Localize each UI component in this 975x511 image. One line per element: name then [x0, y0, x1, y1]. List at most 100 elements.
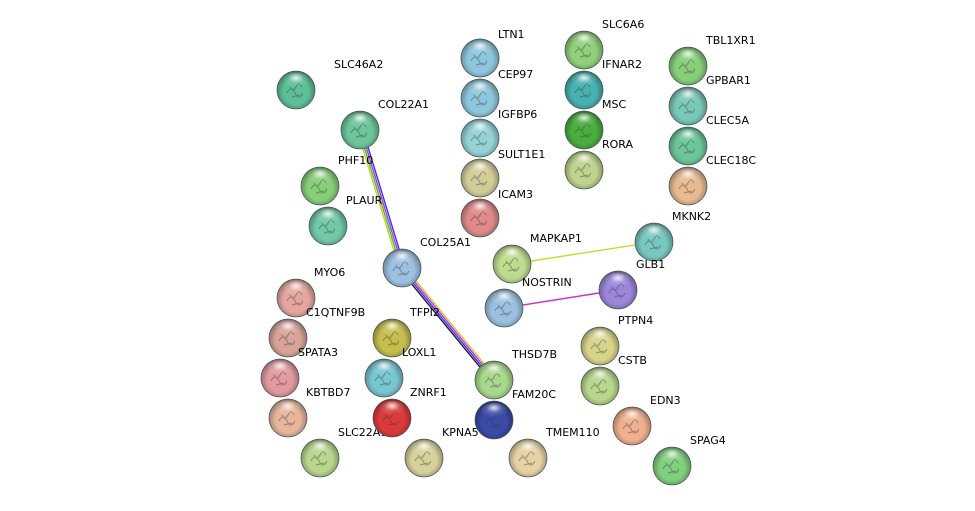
node-icam3b[interactable] — [460, 198, 500, 238]
node-slc6a6[interactable]: SLC6A6 — [564, 18, 644, 70]
node-highlight — [587, 369, 613, 385]
node-highlight — [315, 209, 341, 225]
edge-line — [356, 130, 401, 269]
node-label: LTN1 — [498, 28, 525, 41]
node-highlight — [515, 441, 541, 457]
node-cep97[interactable]: CEP97 — [460, 38, 533, 81]
node-tmem110[interactable]: TMEM110 — [508, 426, 600, 478]
node-highlight — [619, 409, 645, 425]
node-label: THSD7B — [511, 348, 557, 361]
node-highlight — [587, 329, 613, 345]
node-highlight — [675, 49, 701, 65]
node-kpna5[interactable]: KPNA5 — [404, 426, 479, 478]
node-highlight — [659, 449, 685, 465]
node-plaur[interactable]: PLAUR — [308, 194, 383, 246]
node-label: GPBAR1 — [706, 74, 751, 87]
node-label: KPNA5 — [442, 426, 479, 439]
node-label: ZNRF1 — [410, 386, 447, 399]
node-ptpn4[interactable]: PTPN4 — [580, 314, 653, 366]
node-fam20c[interactable]: FAM20C — [474, 388, 556, 440]
node-highlight — [371, 361, 397, 377]
node-cstb[interactable]: CSTB — [580, 354, 647, 406]
node-label: MAPKAP1 — [530, 232, 582, 245]
node-tbl1xr1[interactable]: TBL1XR1 — [668, 34, 756, 86]
node-spata3[interactable]: SPATA3 — [260, 346, 338, 398]
edge-line — [402, 266, 496, 380]
node-highlight — [571, 33, 597, 49]
node-label: PTPN4 — [618, 314, 653, 327]
node-highlight — [571, 153, 597, 169]
node-clec5a[interactable]: CLEC5A — [668, 114, 749, 166]
node-label: MYO6 — [314, 266, 345, 279]
node-ifnar2[interactable]: IFNAR2 — [564, 58, 642, 110]
node-rora[interactable]: RORA — [564, 138, 633, 190]
node-label: PLAUR — [346, 194, 383, 207]
node-tfpi2[interactable]: TFPI2 — [372, 306, 440, 358]
node-highlight — [675, 89, 701, 105]
edge-col22a1-col25a1[interactable] — [356, 129, 406, 269]
node-nostrin[interactable]: NOSTRIN — [484, 276, 572, 328]
node-sult1e1[interactable]: SULT1E1 — [460, 118, 545, 161]
node-slc46a2[interactable]: SLC46A2 — [276, 58, 383, 110]
node-glb1[interactable]: GLB1 — [598, 258, 665, 310]
node-label: SPATA3 — [298, 346, 338, 359]
node-gpbar1[interactable]: GPBAR1 — [668, 74, 751, 126]
node-label: CEP97 — [498, 68, 533, 81]
node-spag4[interactable]: SPAG4 — [652, 434, 726, 486]
node-label: TFPI2 — [409, 306, 440, 319]
node-col25a1[interactable]: COL25A1 — [382, 236, 471, 288]
node-label: RORA — [602, 138, 633, 151]
node-phf10[interactable]: PHF10 — [300, 154, 373, 206]
node-mapkap1[interactable]: MAPKAP1 — [492, 232, 582, 284]
node-highlight — [267, 361, 293, 377]
node-label: CLEC5A — [706, 114, 749, 127]
node-loxl1[interactable]: LOXL1 — [364, 346, 436, 398]
node-mknk2[interactable]: MKNK2 — [634, 210, 711, 262]
node-label: CSTB — [618, 354, 647, 367]
node-slc22a16[interactable]: SLC22A16 — [300, 426, 394, 478]
node-igfbp6[interactable]: IGFBP6 — [460, 78, 537, 121]
node-label: SPAG4 — [690, 434, 726, 447]
node-highlight — [641, 225, 667, 241]
node-highlight — [491, 291, 517, 307]
node-highlight — [467, 201, 493, 217]
node-label: TBL1XR1 — [705, 34, 756, 47]
edge-mapkap1-mknk2[interactable] — [511, 241, 655, 265]
node-highlight — [499, 247, 525, 263]
node-highlight — [571, 73, 597, 89]
node-icam3[interactable]: ICAM3 — [460, 158, 533, 201]
node-label: MKNK2 — [672, 210, 711, 223]
node-label: KBTBD7 — [306, 386, 351, 399]
node-myo6[interactable]: MYO6 — [276, 266, 345, 318]
node-highlight — [307, 169, 333, 185]
node-label: CLEC18C — [706, 154, 756, 167]
edge-line — [360, 129, 404, 268]
node-c1qtnf9b[interactable]: C1QTNF9B — [268, 306, 365, 358]
node-msc[interactable]: MSC — [564, 98, 626, 150]
node-label: IFNAR2 — [602, 58, 642, 71]
node-clec18c[interactable]: CLEC18C — [668, 154, 756, 206]
node-highlight — [389, 251, 415, 267]
node-kbtbd7[interactable]: KBTBD7 — [268, 386, 351, 438]
node-label: FAM20C — [512, 388, 556, 401]
node-highlight — [675, 169, 701, 185]
node-col22a1[interactable]: COL22A1 — [340, 98, 429, 150]
node-highlight — [571, 113, 597, 129]
node-label: MSC — [602, 98, 626, 111]
edge-line — [400, 268, 494, 382]
node-label: ICAM3 — [498, 188, 533, 201]
node-thsd7b[interactable]: THSD7B — [474, 348, 557, 400]
node-highlight — [481, 403, 507, 419]
edge-line — [361, 129, 406, 268]
node-label: NOSTRIN — [522, 276, 572, 289]
node-edn3[interactable]: EDN3 — [612, 394, 681, 446]
node-label: IGFBP6 — [498, 108, 537, 121]
node-highlight — [467, 121, 493, 137]
edge-line — [403, 265, 497, 379]
edge-col25a1-thsd7b[interactable] — [399, 265, 497, 383]
node-znrf1[interactable]: ZNRF1 — [372, 386, 447, 438]
node-label: C1QTNF9B — [306, 306, 365, 319]
node-highlight — [481, 363, 507, 379]
edge-line — [399, 269, 493, 383]
